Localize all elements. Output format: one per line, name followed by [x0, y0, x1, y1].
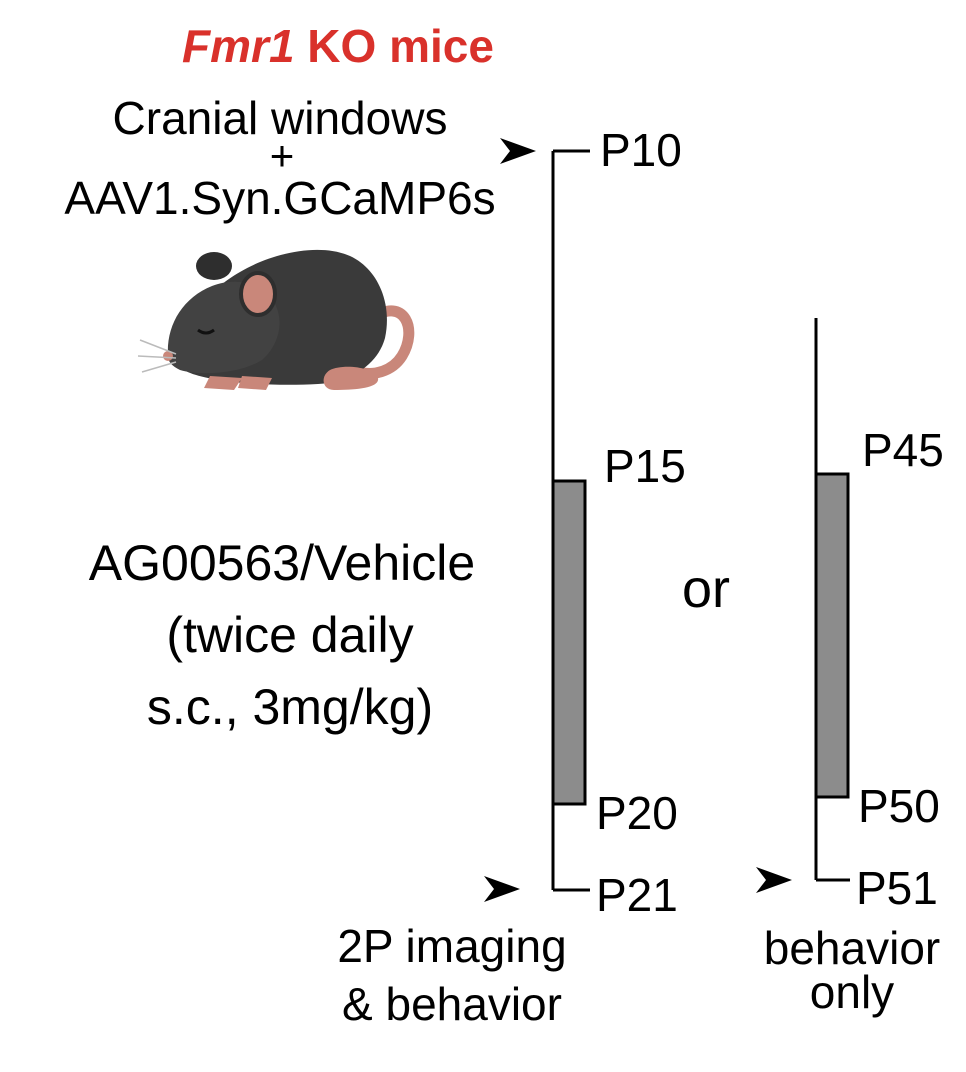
title-gene: Fmr1 [182, 20, 294, 72]
outcome-young-line2: & behavior [342, 978, 562, 1030]
surgery-plus: + [270, 132, 295, 179]
title: Fmr1 KO mice [182, 20, 494, 72]
label-p15: P15 [604, 440, 686, 492]
arrowhead-p51 [756, 867, 792, 893]
arrowhead-p21 [484, 876, 520, 902]
label-p21: P21 [596, 869, 678, 921]
treatment-line2: (twice daily [166, 607, 413, 663]
treatment-bar-adult [814, 472, 850, 799]
label-p10: P10 [600, 124, 682, 176]
title-rest: KO mice [295, 20, 494, 72]
surgery-line2: AAV1.Syn.GCaMP6s [64, 172, 495, 224]
outcome-adult-line1: behavior [764, 922, 940, 974]
treatment-bar-young [551, 479, 587, 806]
mouse-ear-front [239, 271, 277, 317]
mouse-illustration [137, 249, 415, 390]
outcome-adult-line2: only [810, 966, 894, 1018]
mouse-ear-back [196, 252, 232, 280]
label-p20: P20 [596, 787, 678, 839]
mouse-whiskers [137, 339, 177, 373]
label-p45: P45 [862, 424, 944, 476]
treatment-line1: AG00563/Vehicle [89, 535, 475, 591]
or-label: or [682, 559, 730, 619]
mouse-front-paws [204, 376, 272, 390]
mouse-hind-foot [323, 366, 379, 390]
mouse-nose [163, 351, 173, 361]
arrowhead-p10 [500, 138, 536, 164]
label-p51: P51 [856, 862, 938, 914]
mouse-eye [197, 328, 215, 335]
treatment-line3: s.c., 3mg/kg) [147, 679, 433, 735]
timeline-adult: P45 P50 P51 [814, 318, 944, 914]
surgery-line1: Cranial windows [113, 92, 448, 144]
mouse-tail [354, 305, 415, 379]
label-p50: P50 [858, 780, 940, 832]
outcome-young-line1: 2P imaging [337, 920, 566, 972]
timeline-young: P10 P15 P20 P21 [551, 124, 686, 921]
